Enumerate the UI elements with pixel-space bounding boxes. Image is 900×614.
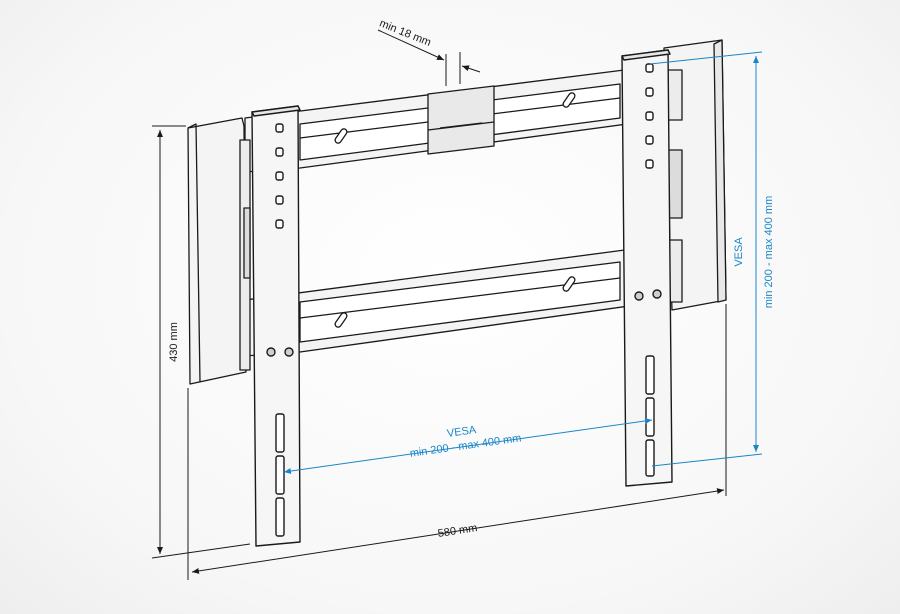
vesa-vertical-title: VESA [733,237,745,267]
right-side-plate [663,39,727,311]
vesa-horizontal-dimension [283,418,653,474]
left-bracket-arm [251,105,301,547]
right-bracket-arm [621,49,673,487]
depth-dimension [377,29,481,86]
vesa-horizontal-title: VESA [446,424,477,440]
left-side-plate [187,117,251,385]
height-label: 430 mm [168,322,180,362]
width-dimension [187,304,727,580]
vesa-vertical-dimension [649,51,763,467]
wall-plate [244,67,673,357]
center-spacer [427,85,495,155]
width-label: 580 mm [437,522,478,540]
vesa-vertical-range: min 200 - max 400 mm [763,196,775,308]
